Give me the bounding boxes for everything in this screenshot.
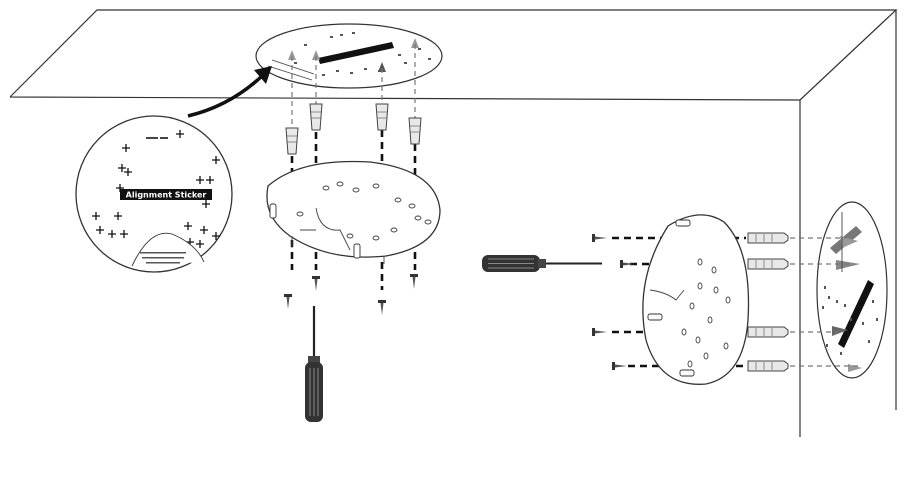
room-outline bbox=[9, 9, 898, 437]
sticker-detail-circle: Alignment Sticker bbox=[75, 115, 233, 273]
wall-mounting-plate bbox=[642, 214, 750, 385]
wall-anchors bbox=[747, 232, 789, 372]
plate-holes bbox=[296, 181, 432, 241]
screwdriver-vertical-icon bbox=[305, 306, 323, 422]
wall-sticker bbox=[816, 201, 888, 379]
ceiling-sticker bbox=[255, 23, 443, 89]
ceiling-screws bbox=[284, 274, 418, 315]
ceiling-wall-anchors bbox=[285, 103, 422, 155]
wall-screws bbox=[592, 234, 635, 370]
ceiling-mounting-plate bbox=[266, 160, 441, 264]
detail-arrow bbox=[187, 66, 272, 118]
sticker-fine-print bbox=[140, 252, 186, 264]
alignment-sticker-label: Alignment Sticker bbox=[126, 191, 207, 200]
sticker-crosshairs bbox=[92, 130, 220, 248]
wall-plate-holes bbox=[681, 258, 731, 368]
screwdriver-horizontal-icon bbox=[482, 255, 602, 272]
